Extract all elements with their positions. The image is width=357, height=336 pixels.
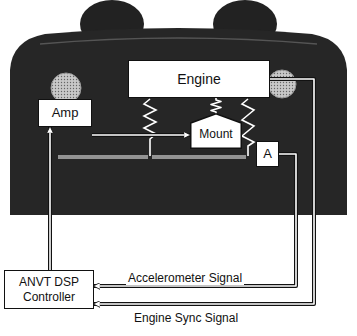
engine-box: Engine xyxy=(128,60,270,98)
spring xyxy=(242,99,254,156)
accelerometer-box: A xyxy=(256,141,279,167)
signal-wire xyxy=(58,155,246,158)
mount-shape: Mount xyxy=(190,113,242,149)
signal-label: Accelerometer Signal xyxy=(126,271,244,285)
node-label: Mount xyxy=(199,127,232,141)
node-label: ANVT DSP Controller xyxy=(11,275,87,304)
connector-outline xyxy=(94,79,314,304)
connector-outline xyxy=(92,133,190,137)
connector-core xyxy=(92,134,190,136)
signal-connector xyxy=(94,154,296,286)
node-label: Amp xyxy=(52,105,79,121)
signal-connector xyxy=(92,135,190,136)
amp-box: Amp xyxy=(38,99,92,127)
controller-box: ANVT DSP Controller xyxy=(4,270,94,309)
connector-core xyxy=(94,154,296,286)
speaker xyxy=(268,70,296,98)
connector-outline xyxy=(48,127,52,270)
connector-core xyxy=(94,79,314,304)
windshield-line xyxy=(40,38,317,44)
signal-connector xyxy=(50,127,51,270)
signal-label: Engine Sync Signal xyxy=(132,311,240,325)
signal-connector xyxy=(94,79,314,304)
signal-wire xyxy=(58,157,246,158)
signal-connector xyxy=(211,98,221,114)
connector-outline xyxy=(211,98,221,114)
connector-core xyxy=(49,127,51,270)
node-label: A xyxy=(263,146,272,162)
connector-outline xyxy=(94,154,296,286)
spring xyxy=(144,99,156,156)
node-label: Engine xyxy=(177,71,221,88)
